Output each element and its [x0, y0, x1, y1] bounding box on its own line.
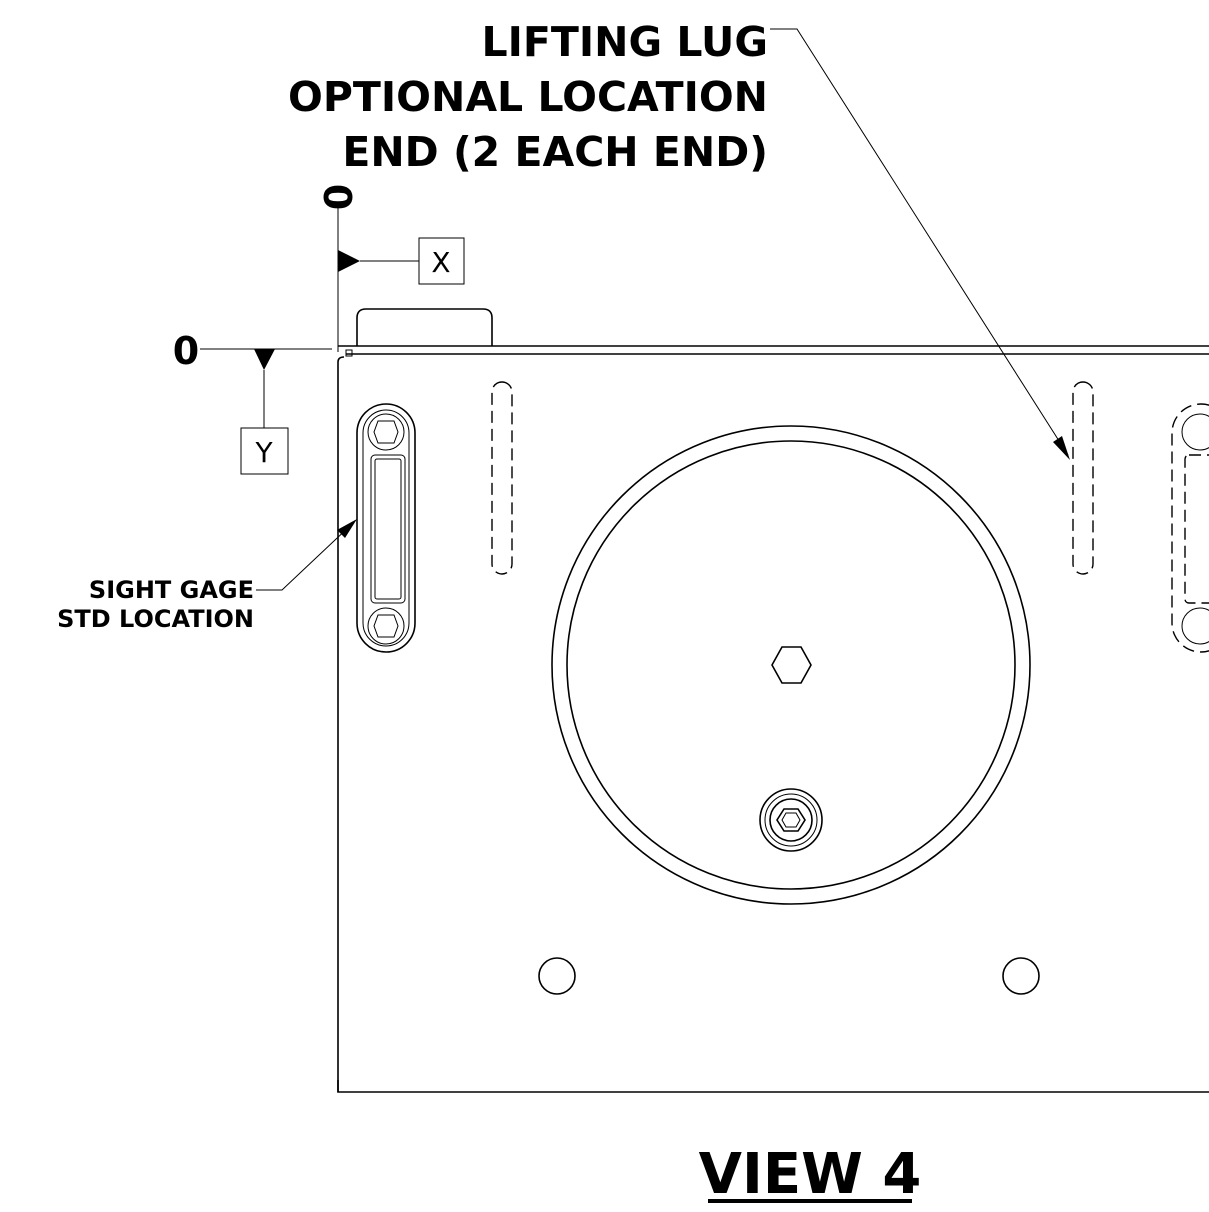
- lifting-lug-label-line1: LIFTING LUG: [482, 18, 768, 66]
- optional-sight-gage: [1171, 403, 1209, 653]
- sight-gage-label-line1: SIGHT GAGE: [89, 576, 254, 604]
- sight-gage-leader: [256, 519, 357, 591]
- sight-gage: [356, 403, 416, 653]
- mounting-hole-left: [538, 957, 576, 995]
- optional-slot-right: [1072, 381, 1094, 575]
- view-title: VIEW 4: [699, 1142, 922, 1207]
- sight-gage-label-line2: STD LOCATION: [57, 605, 254, 633]
- y-zero-label: 0: [173, 329, 199, 373]
- hex-plug: [771, 646, 812, 684]
- mounting-hole-right: [1002, 957, 1040, 995]
- lifting-lug: [356, 308, 493, 346]
- y-datum-label: Y: [254, 436, 273, 469]
- lifting-lug-label-line3: END (2 EACH END): [342, 128, 768, 176]
- x-datum-label: X: [431, 246, 450, 279]
- x-zero-label: 0: [317, 184, 361, 210]
- top-flange: [338, 345, 1209, 357]
- lifting-lug-leader: [770, 28, 1070, 460]
- x-datum: X 0: [317, 184, 465, 352]
- circular-cover: [551, 425, 1031, 905]
- lifting-lug-label-line2: OPTIONAL LOCATION: [288, 73, 768, 121]
- optional-slot-left: [491, 381, 513, 575]
- socket-head-screw: [759, 788, 823, 852]
- tank-body: [337, 356, 1209, 1093]
- y-datum: Y 0: [173, 329, 332, 475]
